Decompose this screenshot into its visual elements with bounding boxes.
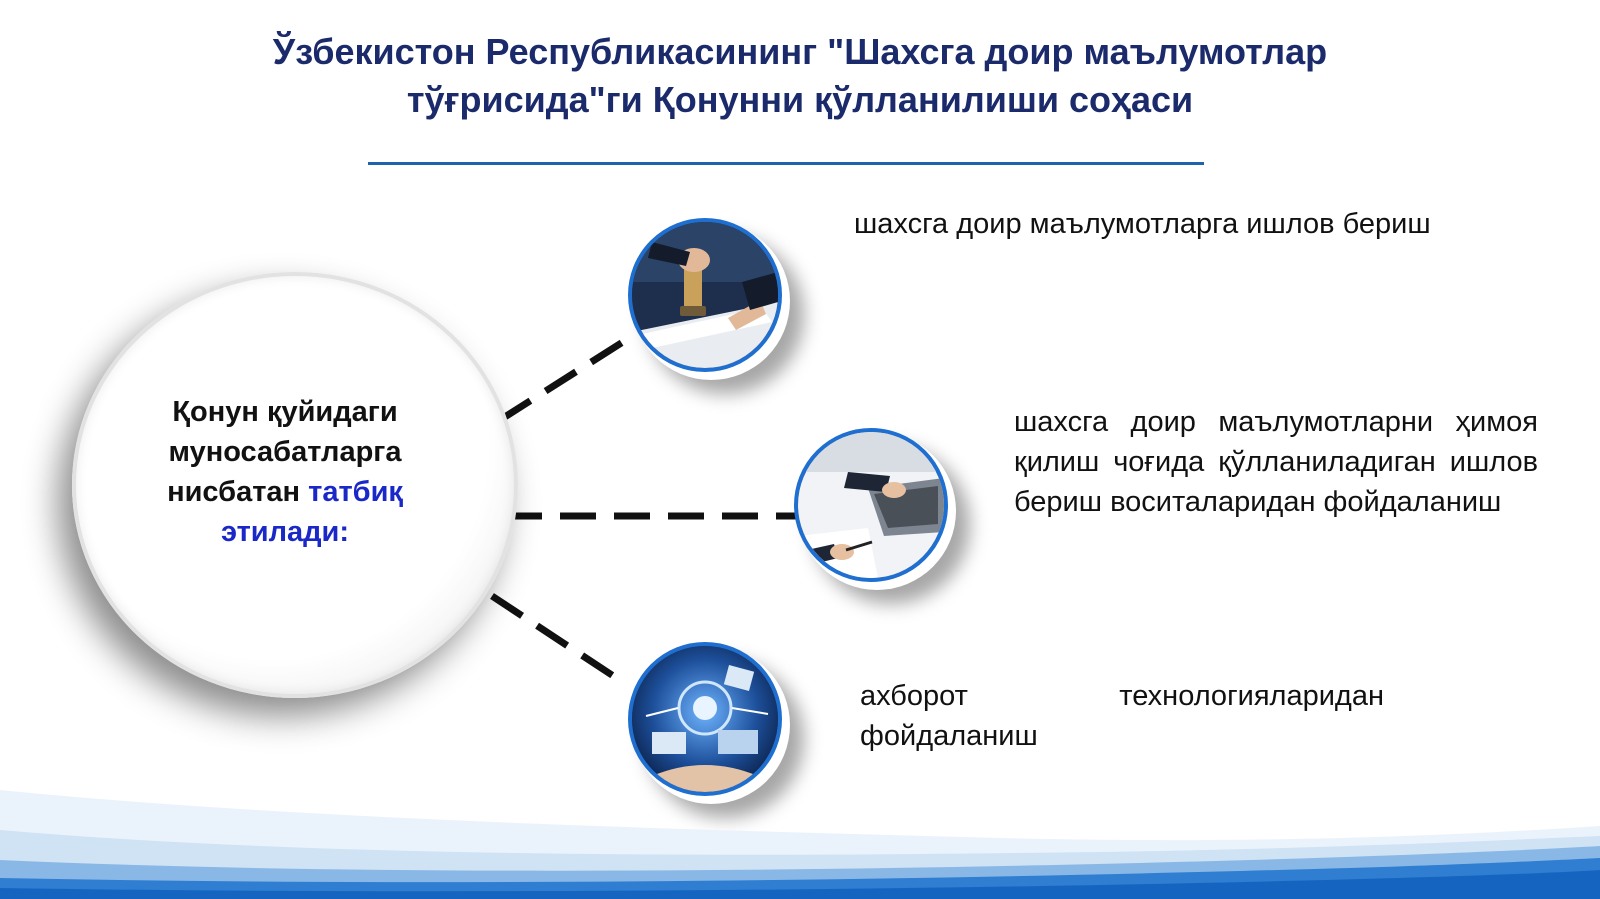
- bottom-wave-decoration: [0, 790, 1600, 899]
- center-text-main: Қонун қуйидаги муносабатларга нисбатан: [167, 396, 402, 508]
- connector-line-bottom: [490, 593, 626, 686]
- laptop-typing-icon: [794, 428, 948, 582]
- stamp-document-icon: [628, 218, 782, 372]
- page-title-line-2: тўғрисида"ги Қонунни қўлланилиши соҳаси: [406, 79, 1194, 120]
- technology-network-icon: [628, 642, 782, 796]
- item-2-text: шахсга доир маълумотларни ҳимоя қилиш чо…: [1014, 406, 1538, 518]
- title-divider: [368, 162, 1204, 165]
- center-circle: [72, 272, 518, 698]
- center-text: Қонун қуйидаги муносабатларга нисбатан т…: [120, 392, 450, 552]
- center-text-highlight: татбиқ этилади:: [220, 476, 403, 548]
- connector-line-top: [498, 337, 628, 423]
- item-1-text: шахсга доир маълумотларга ишлов бериш: [854, 208, 1431, 240]
- page-title-line-1: Ўзбекистон Республикасининг "Шахсга доир…: [272, 31, 1328, 72]
- page-title: Ўзбекистон Республикасининг "Шахсга доир…: [100, 28, 1500, 124]
- item-3-text: ахборот технологияларидан фойдаланиш: [860, 680, 1384, 752]
